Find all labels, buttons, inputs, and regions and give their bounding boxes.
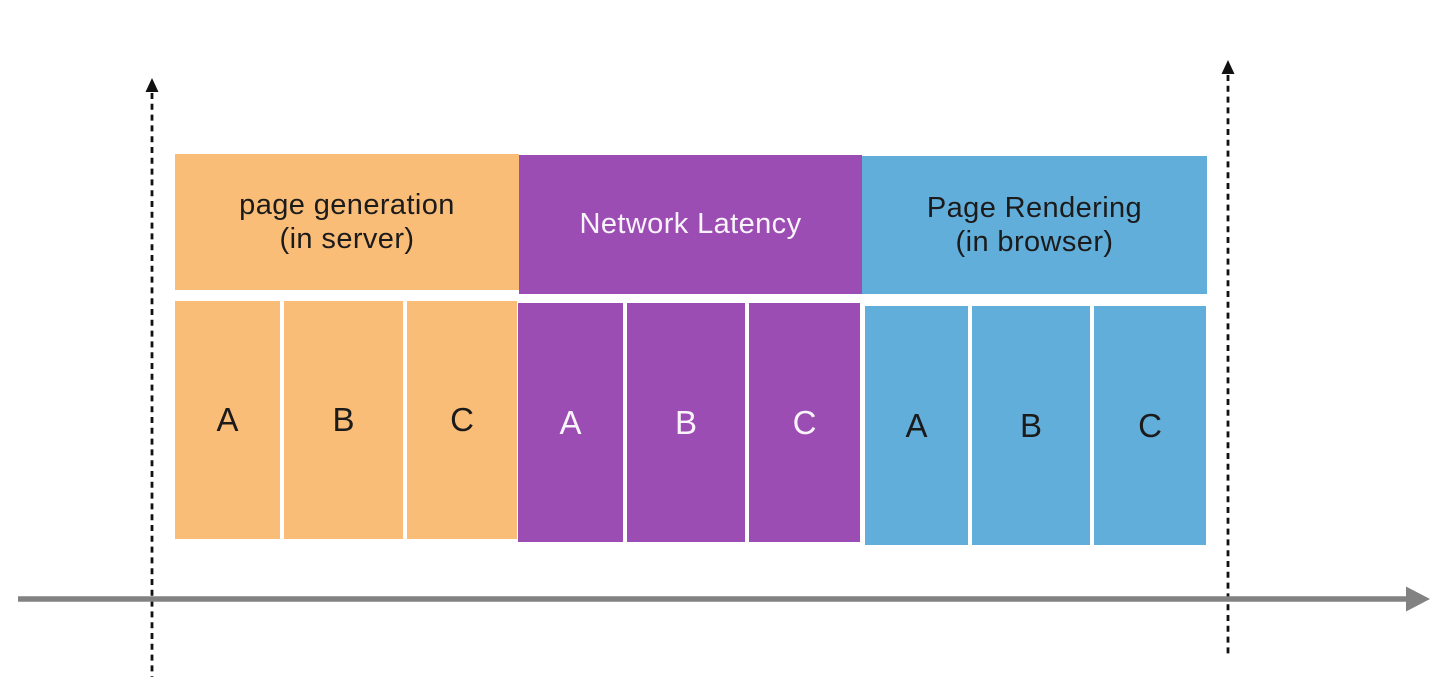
timeline-axis-arrow-icon [18,586,1430,612]
item-label: A [559,403,582,441]
arrow-up-head-icon [145,78,159,92]
arrow-right-head-icon [1406,586,1430,612]
phase-label-line2: (in server) [279,223,415,255]
item-block-c: C [1094,306,1206,545]
phase-label-line1: Page Rendering [926,191,1143,224]
item-label: B [1019,406,1042,444]
item-block-b: B [972,306,1090,545]
item-label: A [905,406,928,444]
phase-label-line2: (in browser) [955,226,1114,258]
phase-label-line1: Network Latency [579,208,802,241]
phase-band-label: page generation (in server) [239,188,455,256]
right-boundary-axis-arrow-icon [1221,60,1235,658]
item-block-a: A [518,303,623,542]
item-block-c: C [749,303,860,542]
phase-label-line1: page generation [239,188,455,221]
phase-band-network-latency: Network Latency [519,155,862,294]
item-label: B [332,401,355,438]
item-label: C [792,403,817,441]
phase-items-network-latency: A B C [518,303,860,542]
phase-band-page-rendering: Page Rendering (in browser) [862,156,1207,294]
phase-items-page-generation: A B C [175,301,517,539]
item-label: B [674,403,697,441]
item-block-b: B [284,301,403,539]
item-block-c: C [407,301,517,539]
item-block-a: A [175,301,280,539]
phase-band-label: Network Latency [580,207,802,241]
item-label: A [216,401,239,438]
phase-items-page-rendering: A B C [865,306,1206,545]
arrow-up-head-icon [1221,60,1235,74]
left-boundary-axis-arrow-icon [145,78,159,677]
phase-band-page-generation: page generation (in server) [175,154,519,290]
item-label: C [450,401,474,438]
item-block-b: B [627,303,745,542]
phase-band-label: Page Rendering (in browser) [927,191,1142,259]
item-block-a: A [865,306,968,545]
item-label: C [1138,406,1162,444]
